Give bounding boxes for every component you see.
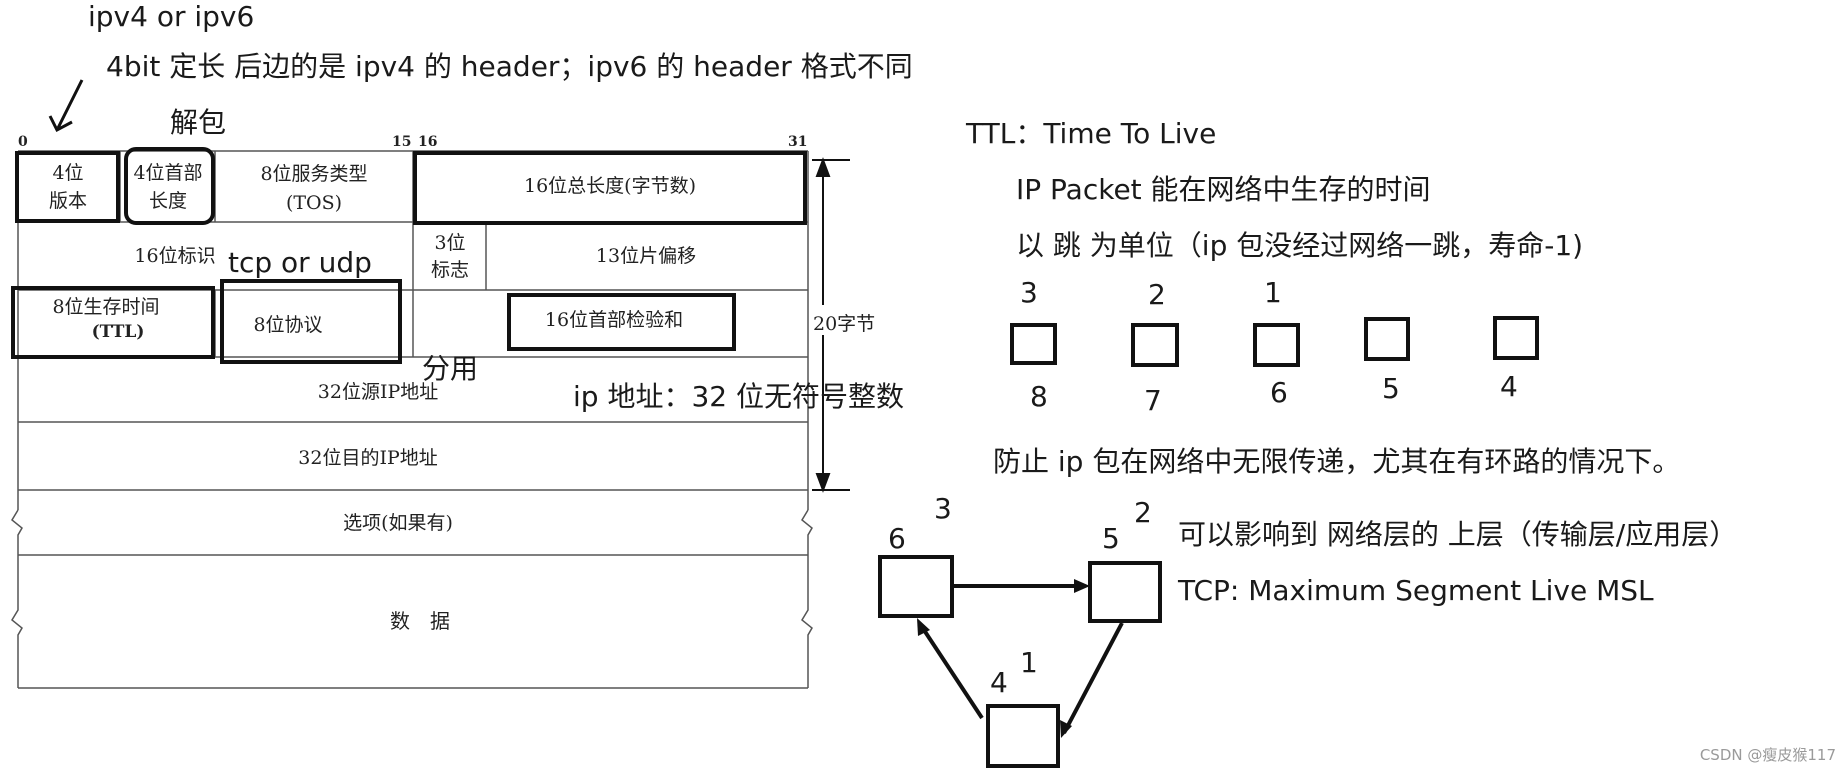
loop-bottom-num-a: 4 bbox=[990, 666, 1008, 699]
hop-box bbox=[1253, 323, 1300, 367]
loop-bottom-num-b: 1 bbox=[1020, 646, 1038, 679]
ttl-title: TTL：Time To Live bbox=[965, 117, 1216, 150]
loop-arrow bbox=[1062, 622, 1124, 734]
router-box-left bbox=[878, 555, 954, 618]
hop-boxes bbox=[1010, 316, 1539, 367]
ip-address-note: ip 地址：32 位无符号整数 bbox=[573, 380, 904, 413]
hop-box bbox=[1364, 317, 1410, 361]
hop-bottom-7: 7 bbox=[1144, 384, 1162, 417]
hop-bottom-6: 6 bbox=[1270, 376, 1288, 409]
hop-bottom-5: 5 bbox=[1382, 372, 1400, 405]
emphasis-boxes bbox=[11, 147, 807, 364]
ipv4-or-ipv6-note: ipv4 or ipv6 bbox=[88, 0, 254, 33]
loop-diagram bbox=[878, 555, 1162, 768]
ihl-cell-line1: 4位首部 bbox=[133, 162, 202, 184]
src-ip-cell: 32位源IP地址 bbox=[318, 381, 438, 403]
protocol-cell: 8位协议 bbox=[253, 314, 322, 336]
router-box-bottom bbox=[986, 704, 1060, 768]
size-label-bg bbox=[812, 305, 882, 335]
data-cell: 数 据 bbox=[390, 609, 450, 633]
tcp-or-udp-note: tcp or udp bbox=[228, 246, 372, 279]
prevent-loop-note: 防止 ip 包在网络中无限传递，尤其在有环路的情况下。 bbox=[993, 445, 1680, 478]
dst-ip-cell: 32位目的IP地址 bbox=[298, 447, 437, 469]
tos-cell-line1: 8位服务类型 bbox=[260, 163, 367, 185]
loop-left-num-b: 3 bbox=[934, 492, 952, 525]
bit-label-16: 16 bbox=[418, 134, 437, 150]
hop-bottom-8: 8 bbox=[1030, 380, 1048, 413]
bit-label-15: 15 bbox=[392, 134, 411, 150]
total-length-cell: 16位总长度(字节数) bbox=[524, 175, 696, 197]
flags-cell-line2: 标志 bbox=[431, 259, 469, 281]
version-cell-line2: 版本 bbox=[49, 190, 87, 212]
loop-arrowheads bbox=[917, 579, 1090, 738]
hop-box bbox=[1131, 323, 1179, 367]
router-box-right bbox=[1088, 561, 1162, 623]
affect-upper-layer-note: 可以影响到 网络层的 上层（传输层/应用层） bbox=[1178, 518, 1737, 551]
reuse-note: 分用 bbox=[422, 352, 478, 385]
hop-top-1: 1 bbox=[1264, 276, 1282, 309]
tcp-msl-note: TCP: Maximum Segment Live MSL bbox=[1177, 574, 1654, 607]
loop-right-num-b: 2 bbox=[1134, 496, 1152, 529]
ip-header-table bbox=[11, 150, 813, 689]
version-cell-line1: 4位 bbox=[52, 162, 83, 184]
options-cell: 选项(如果有) bbox=[343, 512, 453, 534]
ihl-cell-line2: 长度 bbox=[149, 190, 187, 212]
hop-box bbox=[1493, 316, 1539, 360]
version-length-note: 4bit 定长 后边的是 ipv4 的 header；ipv6 的 header… bbox=[106, 50, 913, 83]
loop-arrow bbox=[918, 622, 984, 720]
loop-left-num-a: 6 bbox=[888, 522, 906, 555]
unpack-note: 解包 bbox=[170, 106, 226, 139]
hop-bottom-4: 4 bbox=[1500, 370, 1518, 403]
loop-right-num-a: 5 bbox=[1102, 522, 1120, 555]
size-label: 20字节 bbox=[813, 313, 875, 335]
hop-top-2: 2 bbox=[1148, 278, 1166, 311]
bit-label-31: 31 bbox=[788, 134, 807, 150]
ttl-line1: IP Packet 能在网络中生存的时间 bbox=[1016, 173, 1431, 206]
identification-cell: 16位标识 bbox=[134, 245, 215, 267]
hop-box bbox=[1010, 323, 1057, 365]
ttl-cell-line1: 8位生存时间 bbox=[52, 296, 159, 318]
watermark: CSDN @瘦皮猴117 bbox=[1699, 746, 1836, 764]
ttl-cell-line2: (TTL) bbox=[92, 322, 145, 342]
tos-cell-line2: (TOS) bbox=[286, 192, 342, 214]
bit-label-0: 0 bbox=[18, 134, 28, 150]
ttl-line2: 以 跳 为单位（ip 包没经过网络一跳，寿命-1) bbox=[1016, 229, 1583, 262]
arrow-down-icon bbox=[48, 79, 84, 133]
flags-cell-line1: 3位 bbox=[434, 232, 465, 254]
hop-top-3: 3 bbox=[1020, 276, 1038, 309]
fragment-offset-cell: 13位片偏移 bbox=[596, 245, 696, 267]
checksum-cell: 16位首部检验和 bbox=[545, 309, 683, 331]
